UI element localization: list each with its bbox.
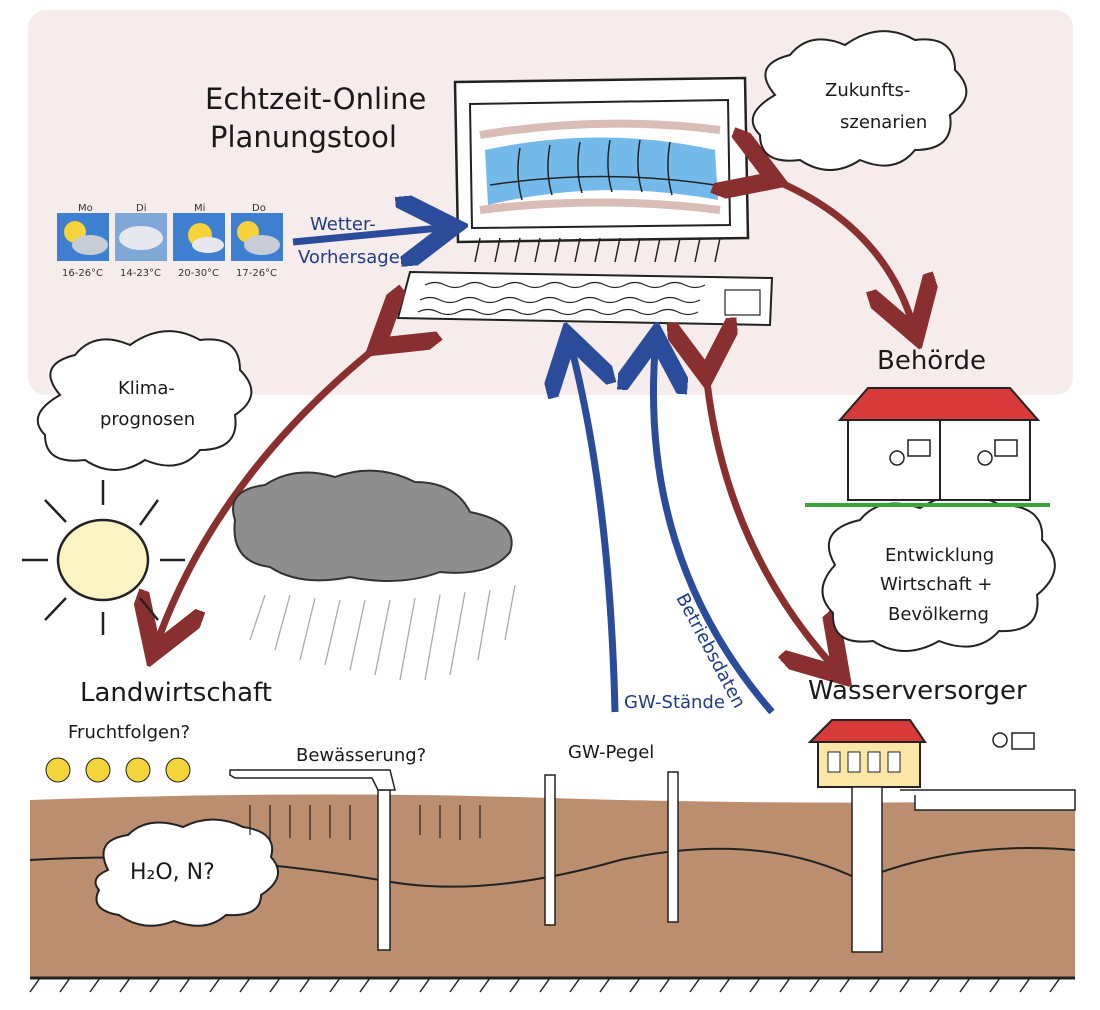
crop-flowers (45, 757, 191, 783)
cloud-h2o-n (94, 818, 280, 927)
tool-title-line2: Planungstool (210, 120, 397, 154)
arrow-tool-landwirtschaft (158, 338, 388, 640)
cloud-entwicklung (821, 493, 1056, 652)
irrigation-drops (249, 805, 481, 840)
weather-day-do: Do (252, 203, 266, 214)
groundwater-wells (229, 769, 679, 951)
forecast-label-2: Vorhersage (298, 247, 400, 268)
keyboard (396, 270, 774, 327)
entwicklung-line1: Entwicklung (885, 545, 995, 566)
bedrock-hatching (29, 977, 1061, 993)
weather-day-mi: Mi (194, 203, 206, 214)
zukunft-line1: Zukunfts- (825, 80, 911, 101)
gw-pegel-label: GW-Pegel (568, 742, 655, 763)
cloud-klimaprognosen (36, 330, 253, 471)
sun-drawing (22, 480, 185, 635)
arrow-tool-behoerde (762, 175, 912, 322)
map-water-surface (485, 137, 718, 205)
cloud-zukunftsszenarien (751, 30, 968, 171)
weather-forecast-icons (57, 213, 283, 261)
gw-staende-label: GW-Stände (624, 692, 725, 713)
tool-title-line1: Echtzeit-Online (205, 82, 427, 116)
fruchtfolgen-label: Fruchtfolgen? (68, 722, 191, 743)
arrow-gw-staende (572, 350, 619, 713)
entwicklung-line2: Wirtschaft + (880, 574, 993, 595)
klima-line1: Klima- (118, 378, 175, 399)
h2o-label: H₂O, N? (130, 860, 215, 885)
behoerde-building (805, 387, 1050, 507)
weather-temp-do: 17-26°C (236, 268, 278, 279)
wasserversorger-label: Wasserversorger (808, 676, 1027, 706)
weather-day-di: Di (136, 203, 147, 214)
weather-temp-di: 14-23°C (120, 268, 162, 279)
landwirtschaft-label: Landwirtschaft (80, 678, 272, 708)
computer-monitor (453, 76, 750, 263)
behoerde-label: Behörde (877, 346, 986, 376)
arrow-tool-wasserversorger (705, 362, 832, 665)
bewaesserung-label: Bewässerung? (296, 745, 427, 766)
zukunft-line2: szenarien (840, 112, 928, 133)
klima-line2: prognosen (100, 409, 196, 430)
arrow-betriebsdaten (653, 350, 775, 715)
arrow-weather-forecast (292, 228, 440, 242)
wasserversorger-building (807, 719, 1076, 953)
rain-cloud-drawing (232, 469, 516, 681)
weather-temp-mi: 20-30°C (178, 268, 220, 279)
entwicklung-line3: Bevölkerng (888, 604, 989, 625)
weather-temp-mo: 16-26°C (62, 268, 104, 279)
weather-day-mo: Mo (78, 203, 93, 214)
forecast-label-1: Wetter- (310, 214, 376, 235)
